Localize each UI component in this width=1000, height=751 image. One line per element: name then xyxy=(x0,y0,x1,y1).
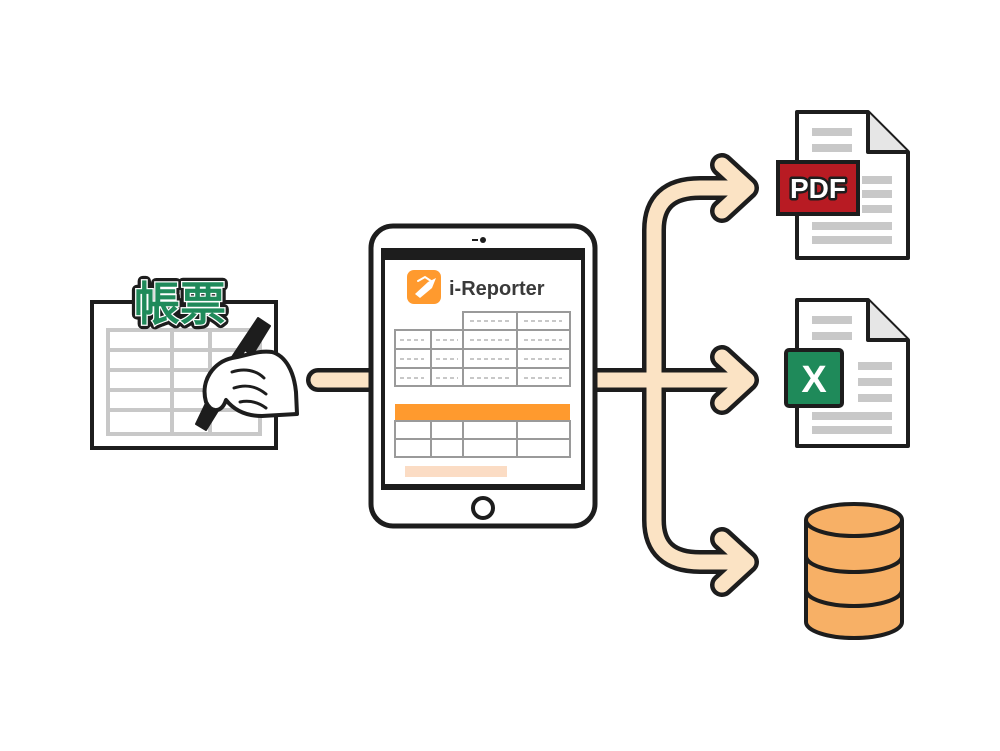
database-icon xyxy=(806,504,902,638)
excel-label: X xyxy=(801,359,827,401)
pdf-output: PDF xyxy=(778,112,908,258)
tablet-device: i-Reporter xyxy=(371,226,595,526)
camera-dot xyxy=(480,237,486,243)
app-logo-icon xyxy=(407,270,441,304)
form-label: 帳票 xyxy=(134,277,226,331)
app-name: i-Reporter xyxy=(449,278,545,300)
screen-light-bar xyxy=(405,466,507,477)
excel-output: X xyxy=(786,300,908,446)
home-button xyxy=(473,498,493,518)
pdf-label: PDF xyxy=(790,173,846,204)
screen-orange-bar xyxy=(395,404,570,421)
